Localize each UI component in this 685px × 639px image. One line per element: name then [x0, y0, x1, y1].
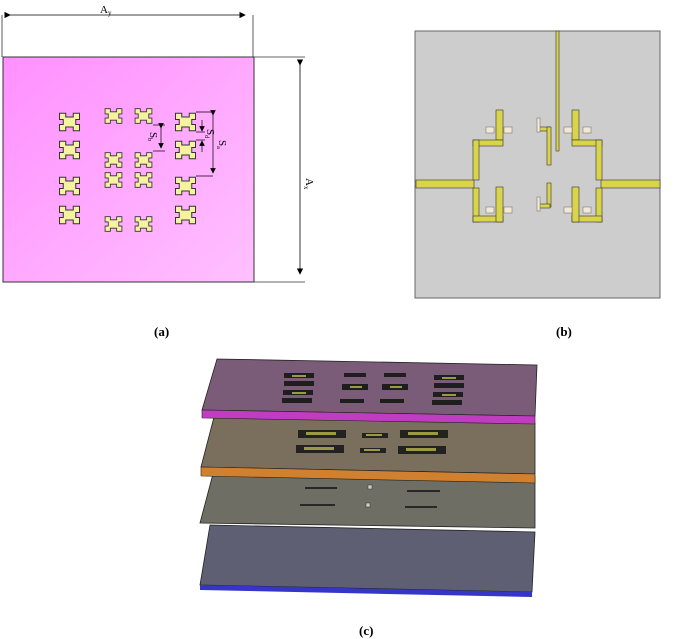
- caption-c: (c): [359, 623, 374, 638]
- via-pads: [485, 117, 592, 214]
- top-fractal-layer: [201, 358, 538, 425]
- caption-b: (b): [556, 324, 572, 339]
- label-sa: Sa: [215, 140, 228, 149]
- label-sd: Sd: [203, 129, 216, 138]
- label-sb: Sb: [146, 132, 159, 141]
- label-ay: Ay: [100, 4, 112, 17]
- panel-c-exploded-view: [199, 358, 538, 597]
- panel-a-top-view: Ay Ax Sb: [1, 4, 315, 283]
- feed-network: [415, 30, 661, 223]
- panel-b-feed-layer: [414, 30, 661, 299]
- substrate-a: [2, 56, 255, 283]
- label-ax: Ax: [302, 178, 315, 190]
- substrate-b: [414, 30, 661, 299]
- ground-layer: [199, 524, 536, 597]
- caption-a: (a): [154, 324, 170, 339]
- middle-fractal-layer: [200, 416, 536, 484]
